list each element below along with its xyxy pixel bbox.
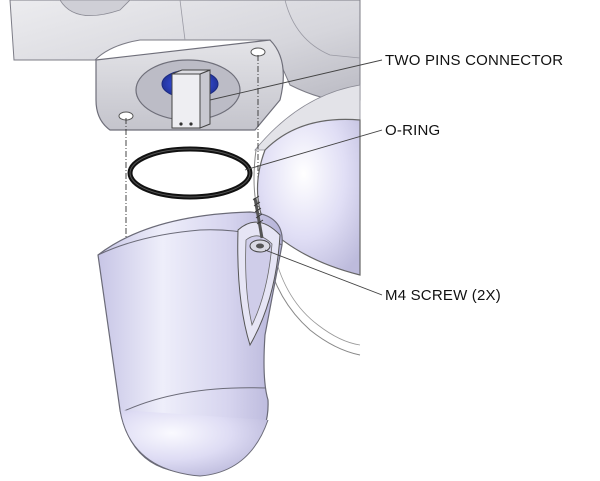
- leader-screw: [264, 249, 383, 296]
- flange-hole-right: [250, 47, 266, 57]
- leader-oring: [244, 129, 383, 171]
- callout-m4-screw: M4 SCREW (2X): [385, 287, 501, 304]
- leader-two-pins: [209, 59, 383, 101]
- m4-screw: [249, 195, 271, 253]
- leader-lines: [209, 59, 383, 296]
- callout-two-pins-connector: TWO PINS CONNECTOR: [385, 52, 564, 69]
- lower-dome-housing: [97, 211, 283, 477]
- callout-o-ring: O-RING: [385, 122, 441, 139]
- o-ring: [127, 146, 253, 200]
- dome-seam: [121, 387, 267, 413]
- two-pins-connector: [171, 69, 211, 129]
